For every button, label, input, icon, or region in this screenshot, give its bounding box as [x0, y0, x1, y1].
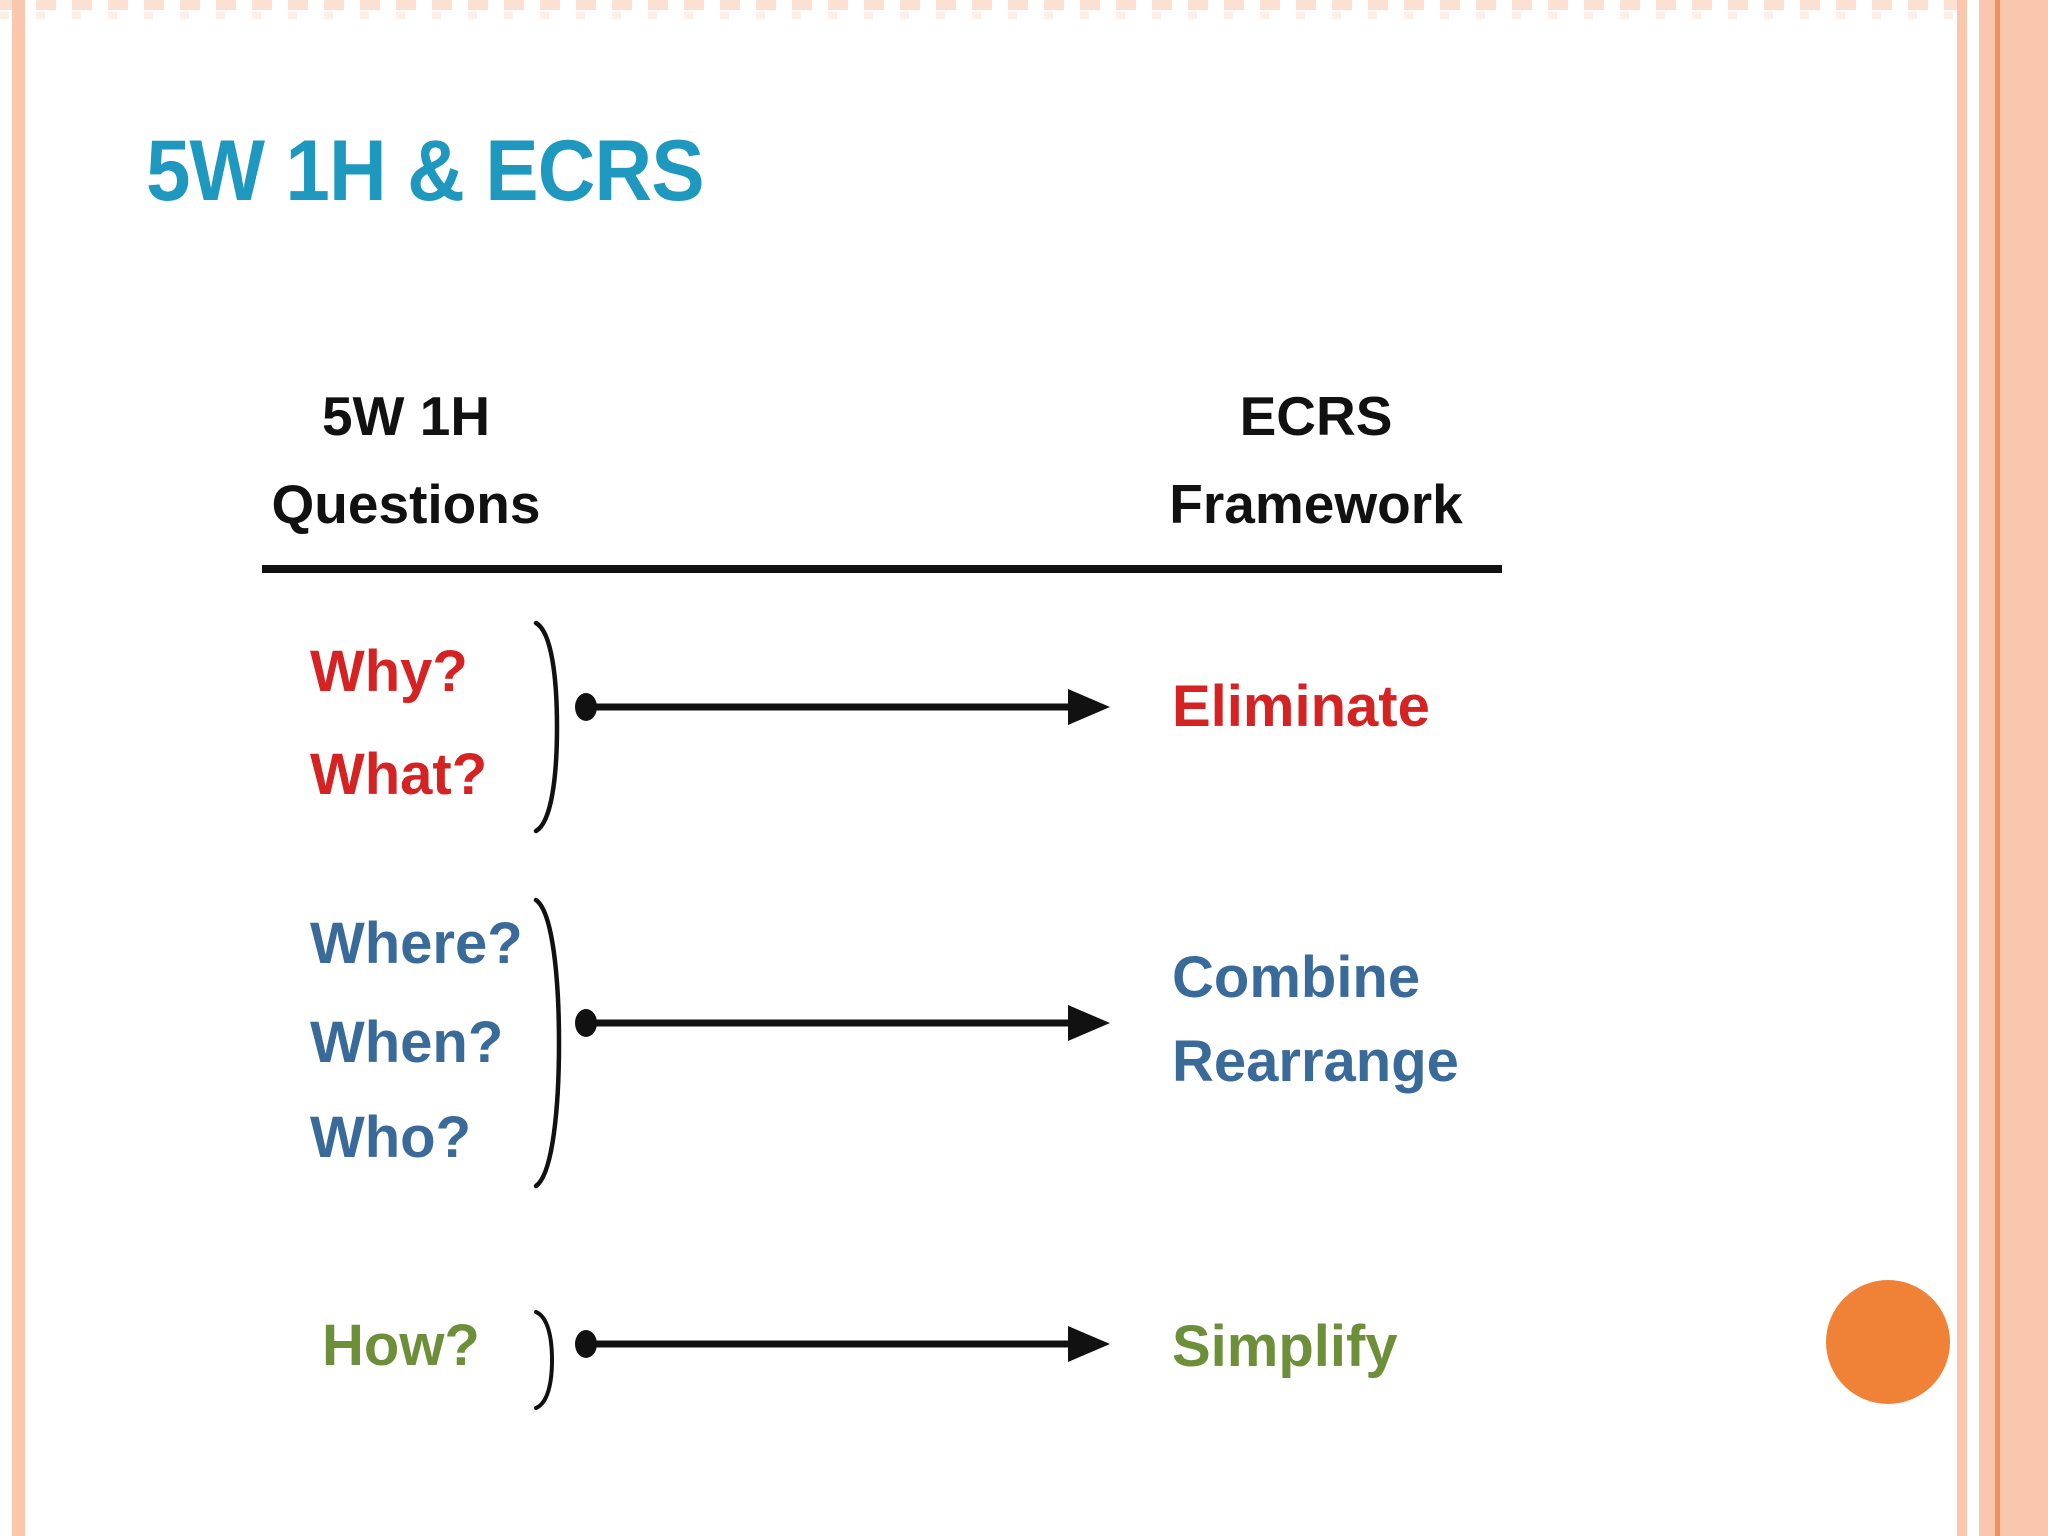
bracket-icon — [533, 897, 562, 1189]
question-where: Where? — [310, 911, 523, 976]
right-border-band — [1979, 0, 2048, 1536]
bracket-icon — [533, 620, 560, 834]
top-dashed-border — [0, 0, 2048, 10]
right-column-header: ECRS Framework — [1136, 372, 1496, 548]
right-inner-border-stripe — [1957, 0, 1967, 1536]
question-why: Why? — [310, 639, 468, 704]
question-when: When? — [310, 1010, 504, 1075]
question-what: What? — [310, 742, 488, 807]
question-how: How? — [322, 1313, 480, 1378]
right-column-header-line2: Framework — [1169, 473, 1463, 535]
right-border-accent-line — [1995, 0, 2000, 1536]
header-divider-line — [262, 565, 1502, 573]
result-eliminate: Eliminate — [1172, 674, 1430, 739]
result-combine: Combine — [1172, 945, 1421, 1010]
arrow-right-icon — [575, 1326, 1110, 1362]
left-column-header: 5W 1H Questions — [246, 372, 566, 548]
right-column-header-line1: ECRS — [1239, 385, 1393, 447]
left-column-header-line2: Questions — [271, 473, 541, 535]
result-simplify: Simplify — [1172, 1314, 1398, 1379]
top-dotted-border — [0, 12, 2048, 19]
arrow-right-icon — [575, 689, 1110, 725]
bracket-icon — [534, 1310, 555, 1410]
left-border-stripe — [12, 0, 25, 1536]
result-rearrange: Rearrange — [1172, 1029, 1459, 1094]
orange-circle-decoration — [1826, 1280, 1950, 1404]
question-who: Who? — [310, 1105, 472, 1170]
left-column-header-line1: 5W 1H — [321, 385, 491, 447]
slide-title: 5W 1H & ECRS — [146, 123, 705, 219]
arrow-right-icon — [575, 1005, 1110, 1041]
